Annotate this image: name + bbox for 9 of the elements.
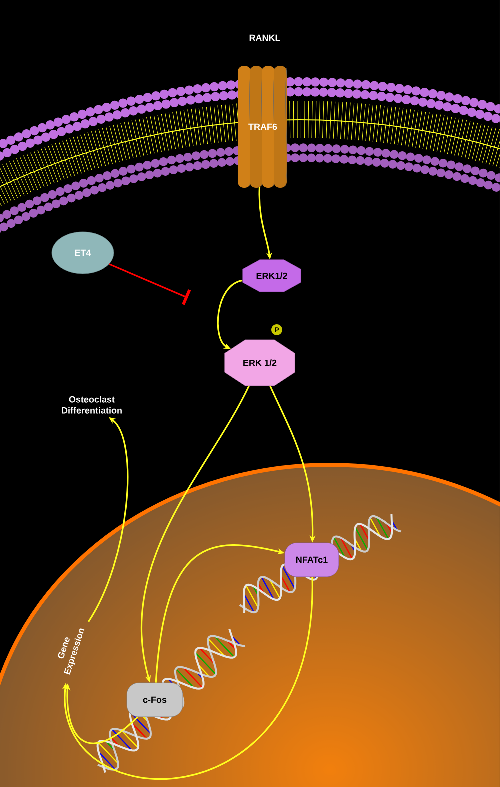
arrow: [62, 577, 314, 780]
kinase-octagon: ERK 1/2: [224, 340, 296, 386]
kinase-octagon: ERK1/2: [242, 260, 302, 292]
transcription-factor: c-Fos: [126, 682, 184, 718]
arrow: [217, 280, 243, 350]
outcome-text: Osteoclast Differentiation: [62, 396, 122, 414]
transcription-factor: NFATc1: [284, 542, 340, 578]
receptor-channel: TRAF6: [248, 124, 278, 130]
ligand-label: RANKL: [250, 34, 280, 42]
